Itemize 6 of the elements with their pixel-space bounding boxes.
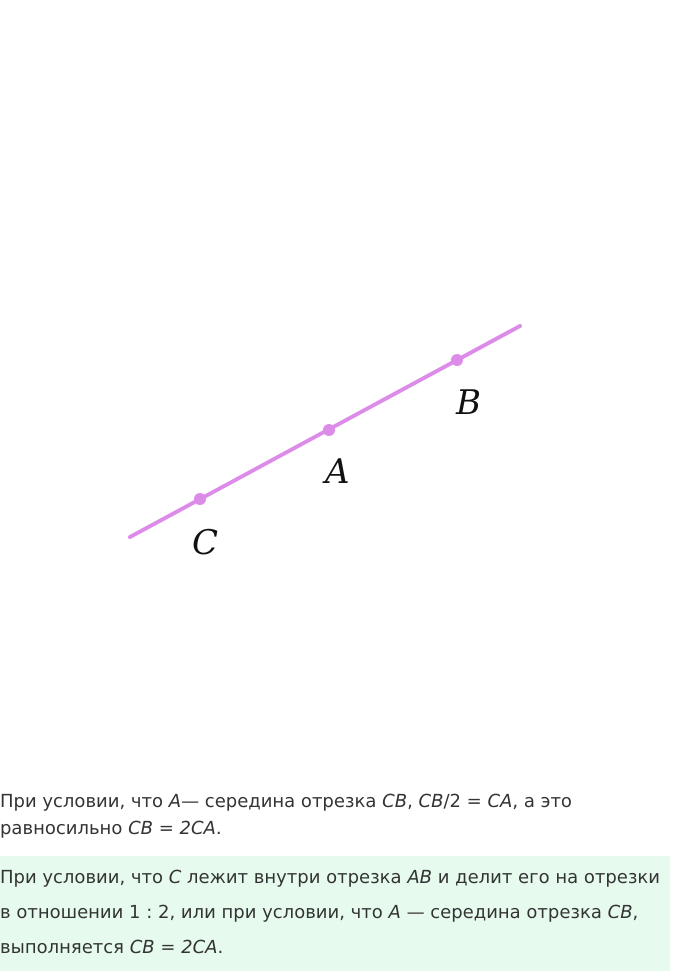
answer-text: При условии, что C лежит внутри отрезка AB и делит его на отрезки в отношении 1 : 2, или при условии, что A — середина отрезка CB, выполняется CB = 2CA. [0, 866, 660, 960]
point-label: C [192, 526, 218, 560]
point-label: A [325, 455, 350, 489]
point-label: B [456, 386, 481, 420]
answer-panel [0, 856, 670, 971]
explanation-text: При условии, что A— середина отрезка CB, CB/2 = CA, а это равносильно CB = 2CA. [0, 790, 573, 841]
